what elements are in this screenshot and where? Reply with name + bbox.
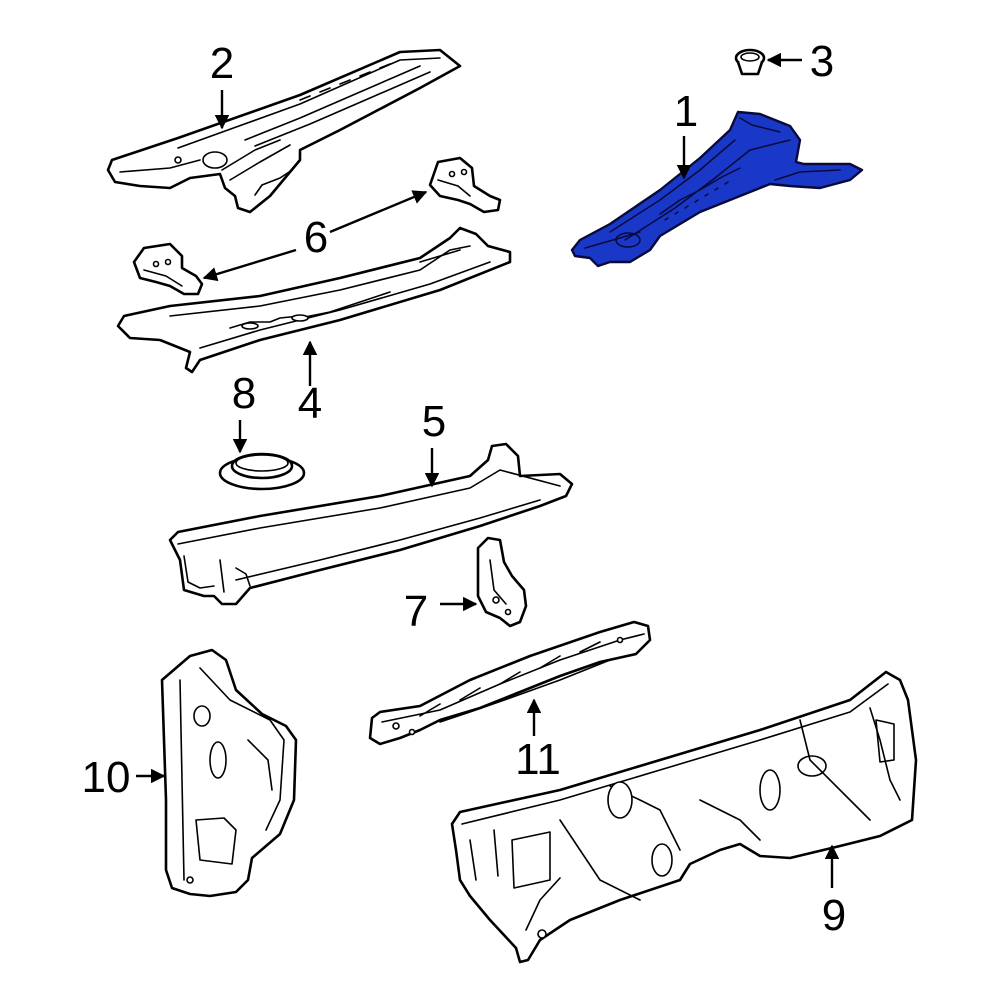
callout-3: 3: [810, 37, 834, 86]
callout-labels: 2 3 1 6 4 8 5 7 11 10 9: [82, 37, 847, 940]
callout-5: 5: [422, 397, 446, 446]
callout-11: 11: [515, 735, 561, 784]
part-3-plug[interactable]: [734, 48, 766, 76]
part-1-cowl-panel-highlighted[interactable]: [570, 110, 864, 268]
callout-4: 4: [298, 379, 322, 428]
part-11-reinforcement[interactable]: [368, 620, 652, 746]
part-9-dash-panel[interactable]: [450, 670, 918, 964]
part-6-bracket-upper[interactable]: [428, 156, 502, 214]
callout-1: 1: [674, 87, 698, 136]
part-6-bracket-lower[interactable]: [132, 242, 204, 296]
callout-8: 8: [232, 369, 256, 418]
part-8-cap[interactable]: [218, 452, 306, 491]
callout-10: 10: [82, 753, 131, 802]
callout-2: 2: [210, 39, 234, 88]
leader-6a: [329, 190, 428, 234]
part-5-channel-panel[interactable]: [168, 442, 574, 606]
part-2-cowl-panel[interactable]: [106, 48, 462, 214]
callout-9: 9: [822, 891, 846, 940]
callout-6: 6: [304, 213, 328, 262]
part-10-side-panel[interactable]: [160, 648, 298, 898]
callout-leaders: [136, 52, 840, 888]
part-4-plenum-panel[interactable]: [116, 226, 512, 374]
callout-7: 7: [404, 587, 428, 636]
leader-6b: [202, 248, 297, 282]
part-7-bracket[interactable]: [476, 536, 528, 628]
